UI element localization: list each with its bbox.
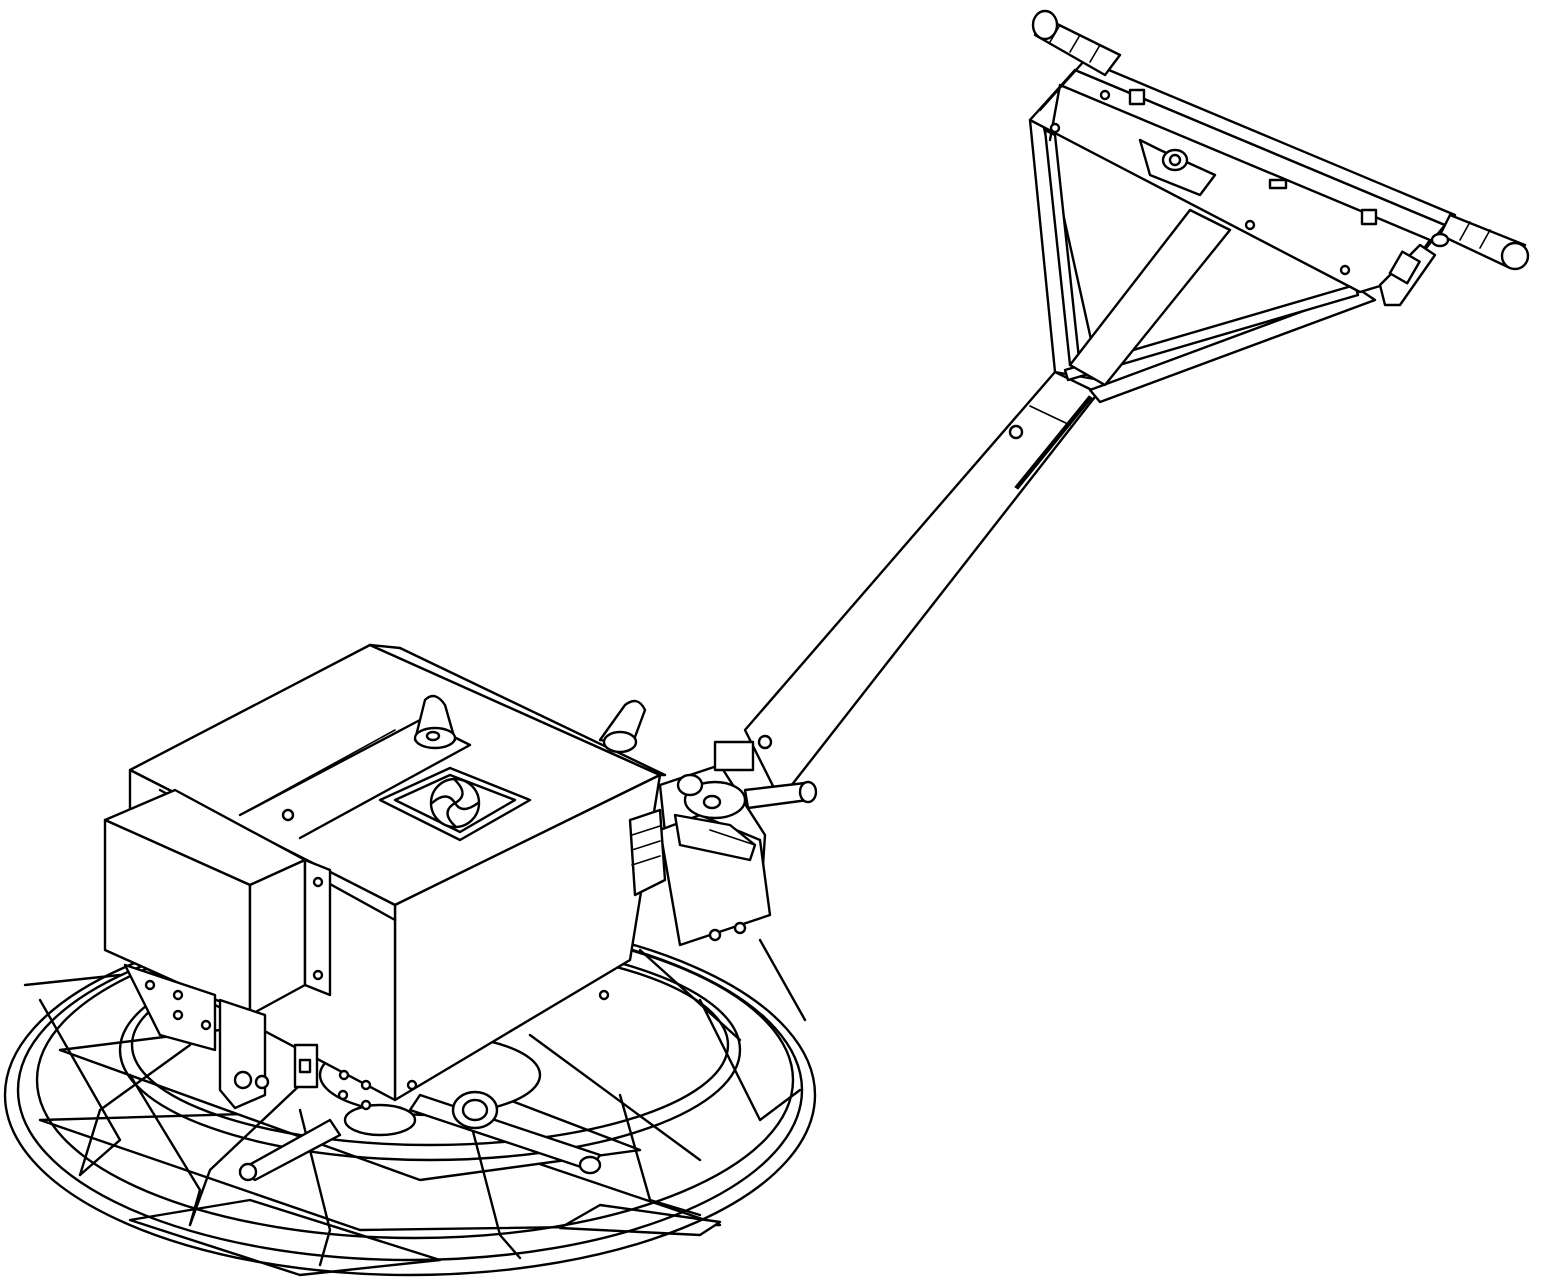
linkage bbox=[123, 963, 270, 1110]
air-vent-icon bbox=[378, 766, 532, 842]
control-box bbox=[103, 788, 332, 1089]
handle-shaft bbox=[743, 370, 1100, 802]
handle-grip-right bbox=[1438, 213, 1530, 271]
throttle-lever bbox=[1138, 138, 1217, 197]
lifting-hook bbox=[413, 694, 457, 750]
guard-ring bbox=[3, 913, 817, 1277]
handle-grip-left bbox=[1031, 9, 1122, 77]
control-handle-frame bbox=[1028, 58, 1457, 404]
pitch-control-lever bbox=[598, 699, 818, 947]
kill-switch bbox=[1378, 232, 1450, 307]
